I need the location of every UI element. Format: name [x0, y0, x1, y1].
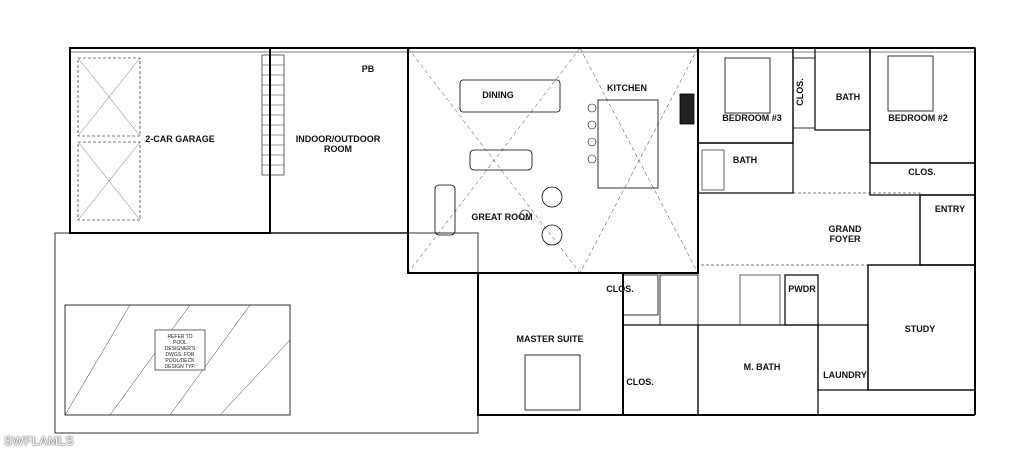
dining-label: DINING: [482, 90, 514, 100]
pool-note-line-3: DESIGNER'S: [165, 346, 196, 352]
kitchen-island: [597, 99, 659, 189]
main-block: [407, 47, 699, 274]
dining-table: [459, 79, 561, 113]
master-suite-label: MASTER SUITE: [516, 334, 583, 344]
bath-mid-wall: [697, 142, 794, 194]
bedroom3-label: BEDROOM #3: [722, 113, 782, 123]
pool-deck: [54, 232, 479, 434]
foyer-wall: [697, 192, 921, 266]
grand-foyer-label-2: FOYER: [829, 234, 861, 244]
pool: [64, 304, 291, 416]
master-closet: [622, 324, 699, 416]
closet-master-top-label: CLOS.: [606, 284, 634, 294]
sofa: [469, 149, 533, 171]
grand-foyer-label: GRAND: [829, 224, 862, 234]
closet-master-label: CLOS.: [626, 377, 654, 387]
study-label: STUDY: [905, 324, 936, 334]
entry-label: ENTRY: [935, 204, 965, 214]
bath-mid-label: BATH: [733, 155, 757, 165]
pool-note-line-4: DWGS. FOR: [166, 352, 195, 358]
indoor-outdoor-label-2: ROOM: [324, 144, 352, 154]
pool-note-line-6: DESIGN TYP.: [165, 364, 196, 370]
indoor-outdoor-label: INDOOR/OUTDOOR: [296, 134, 381, 144]
great-room-label: GREAT ROOM: [471, 212, 532, 222]
laundry-wall: [817, 324, 869, 391]
pool-note-line-1: REFER TO: [167, 334, 192, 340]
bedroom3-wall: [697, 47, 794, 144]
bath-top-wall: [814, 47, 871, 131]
bedroom2-wall: [869, 47, 976, 164]
garage-label: 2-CAR GARAGE: [145, 134, 215, 144]
closet-b2-label: CLOS.: [908, 167, 936, 177]
bath-top-label: BATH: [836, 92, 860, 102]
pool-note-line-2: POOL: [173, 340, 187, 346]
pwdr-wall: [784, 274, 819, 326]
pool-note-line-5: POOL/DECK: [165, 358, 195, 364]
closet-b3-label: CLOS.: [795, 78, 805, 106]
laundry-label: LAUNDRY: [823, 370, 867, 380]
m-bath-label: M. BATH: [744, 362, 781, 372]
pwdr-label: PWDR: [788, 284, 816, 294]
pb-label: PB: [362, 64, 375, 74]
bedroom2-label: BEDROOM #2: [888, 113, 948, 123]
master-suite-wall: [477, 272, 624, 416]
watermark: SWFLAMLS: [4, 434, 75, 448]
kitchen-label: KITCHEN: [607, 83, 647, 93]
garage-door-1: [77, 57, 141, 137]
garage-door-2: [77, 141, 141, 221]
